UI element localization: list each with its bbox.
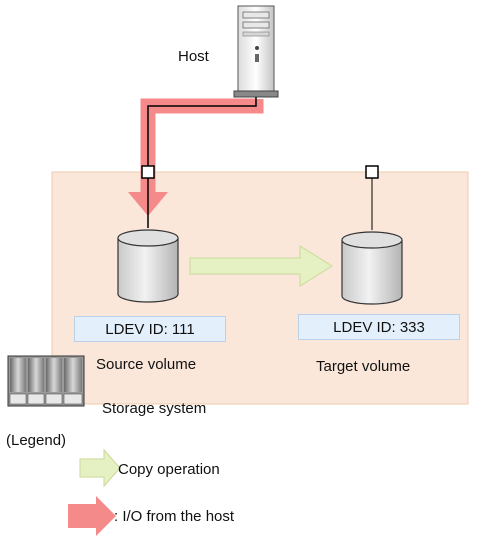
target-volume-icon <box>341 231 403 305</box>
source-volume-label: Source volume <box>96 356 197 373</box>
legend-io-arrow-icon <box>68 496 116 536</box>
host-server-icon <box>233 5 279 98</box>
target-volume-label: Target volume <box>316 358 411 375</box>
target-port <box>365 165 379 179</box>
host-label: Host <box>178 48 209 65</box>
legend-io-label: : I/O from the host <box>114 508 235 525</box>
source-port <box>141 165 155 179</box>
source-volume-icon <box>117 229 179 303</box>
legend-title: (Legend) <box>6 432 67 449</box>
legend-copy-arrow-icon <box>79 448 121 488</box>
legend-copy-label: Copy operation <box>118 461 220 478</box>
storage-system-label: Storage system <box>102 400 207 417</box>
copy-operation-arrow <box>189 245 333 287</box>
host-cable <box>147 97 257 166</box>
target-ldev-id: LDEV ID: 333 <box>298 314 460 340</box>
source-ldev-id: LDEV ID: 111 <box>74 316 226 342</box>
storage-system-icon <box>7 355 85 407</box>
